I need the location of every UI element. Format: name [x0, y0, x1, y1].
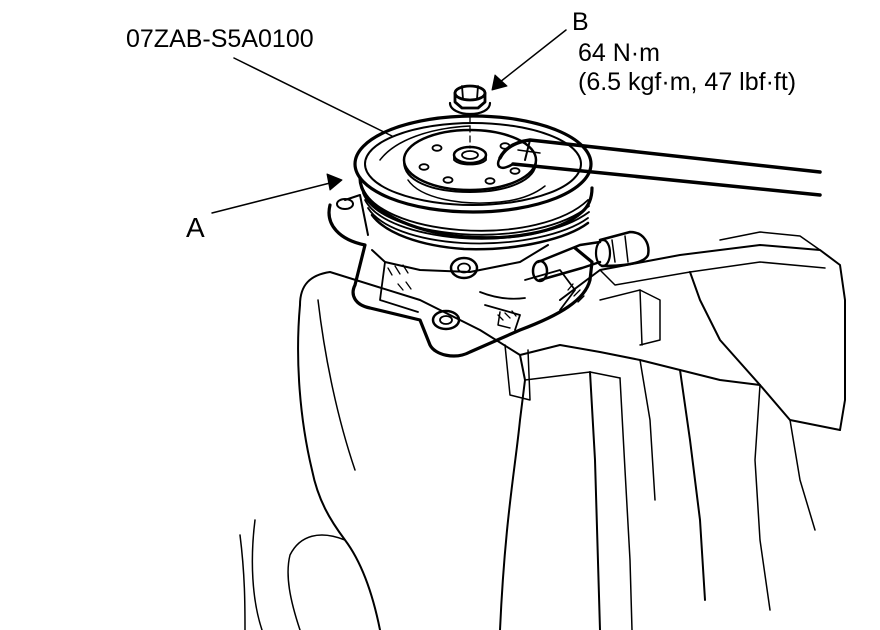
torque-conv-label: (6.5 kgf·m, 47 lbf·ft) — [578, 68, 797, 96]
bolt-b-leader-line — [499, 29, 567, 83]
torque-si-label: 64 N·m — [578, 39, 660, 67]
tool-number-label: 07ZAB-S5A0100 — [126, 25, 314, 53]
pump-a-arrowhead — [326, 173, 343, 191]
bolt-b — [448, 84, 492, 149]
leader-lines — [211, 29, 567, 214]
pulley — [353, 114, 594, 251]
engine-block — [239, 231, 846, 630]
pulley-holder-tool — [496, 138, 822, 197]
bolt-b-label: B — [572, 8, 589, 36]
pump-a-label: A — [186, 212, 205, 243]
tool-leader-line — [233, 57, 393, 137]
pump-a-leader-line — [211, 182, 331, 214]
bolt-b-arrowhead — [491, 74, 508, 91]
power-steering-pump — [327, 194, 650, 358]
